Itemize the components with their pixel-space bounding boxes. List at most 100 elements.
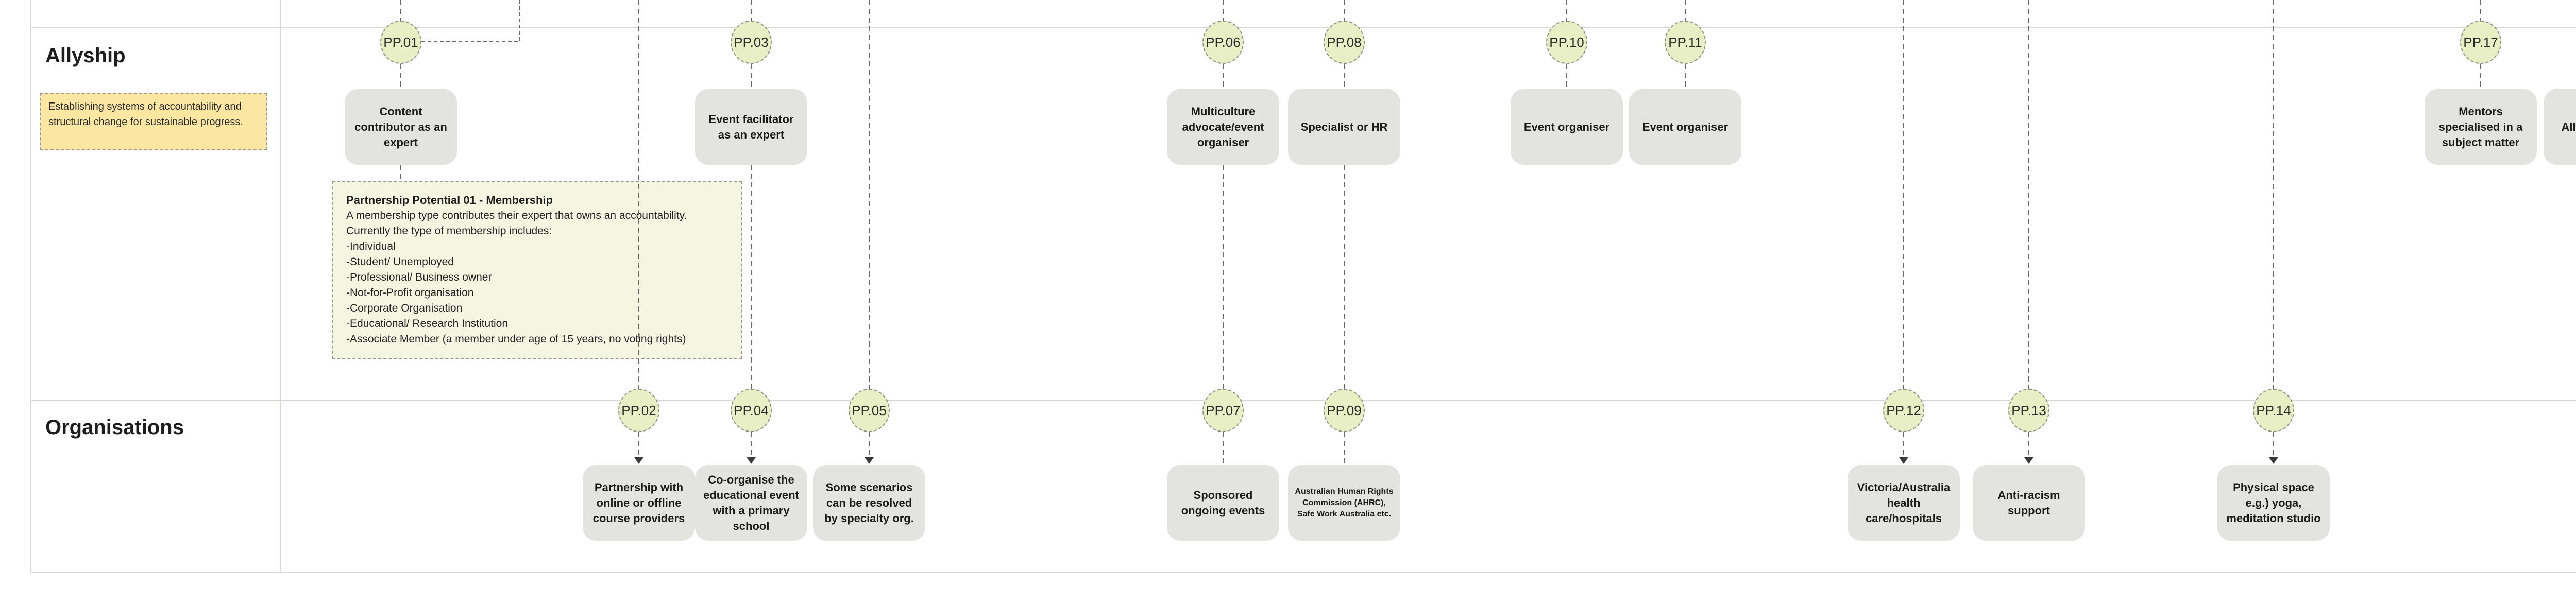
node-circle-pp-12[interactable]: PP.12 bbox=[1883, 389, 1924, 432]
column-line-top-pp-06 bbox=[1223, 0, 1224, 21]
column-line-top-pp-17 bbox=[2480, 0, 2481, 21]
column-line-mid-pp-06 bbox=[1223, 64, 1224, 89]
node-circle-pp-03[interactable]: PP.03 bbox=[731, 21, 772, 64]
column-line-mid-pp-02 bbox=[638, 432, 639, 455]
annotation-title: Partnership Potential 01 - Membership bbox=[346, 194, 553, 206]
column-line-below-pp-06 bbox=[1223, 165, 1224, 389]
node-box-label-pp-06: Multiculture advocate/event organiser bbox=[1182, 105, 1264, 149]
allyship-description-note[interactable]: Establishing systems of accountability a… bbox=[40, 93, 267, 150]
node-circle-label-pp-03: PP.03 bbox=[734, 34, 769, 50]
node-circle-pp-06[interactable]: PP.06 bbox=[1202, 21, 1244, 64]
column-line-mid-pp-12 bbox=[1903, 432, 1904, 455]
node-box-pp-06[interactable]: Multiculture advocate/event organiser bbox=[1167, 89, 1279, 165]
node-box-label-pp-13: Anti-racism support bbox=[1997, 488, 2060, 517]
annotation-line: Currently the type of membership include… bbox=[346, 225, 552, 237]
column-line-top-pp-11 bbox=[1685, 0, 1686, 21]
node-box-label-pp-05: Some scenarios can be resolved by specia… bbox=[824, 480, 914, 525]
node-circle-pp-02[interactable]: PP.02 bbox=[618, 389, 659, 432]
node-circle-pp-13[interactable]: PP.13 bbox=[2008, 389, 2049, 432]
table-left-border bbox=[30, 0, 31, 572]
lane-title-allyship: Allyship bbox=[45, 44, 126, 67]
node-circle-pp-11[interactable]: PP.11 bbox=[1665, 21, 1706, 64]
node-circle-pp-08[interactable]: PP.08 bbox=[1324, 21, 1365, 64]
node-box-label-pp-07: Sponsored ongoing events bbox=[1181, 488, 1265, 517]
column-line-top-pp-14 bbox=[2273, 0, 2274, 389]
node-box-pp-13[interactable]: Anti-racism support bbox=[1973, 465, 2085, 541]
column-line-top-pp-02 bbox=[638, 0, 639, 389]
node-circle-pp-04[interactable]: PP.04 bbox=[731, 389, 772, 432]
node-circle-pp-17[interactable]: PP.17 bbox=[2460, 21, 2501, 64]
node-circle-label-pp-09: PP.09 bbox=[1327, 402, 1362, 418]
node-box-label-pp-18: Allyship in HR bbox=[2561, 120, 2576, 133]
node-box-pp-17[interactable]: Mentors specialised in a subject matter bbox=[2425, 89, 2537, 165]
node-circle-label-pp-08: PP.08 bbox=[1327, 34, 1362, 50]
column-line-mid-pp-09 bbox=[1344, 432, 1345, 465]
node-circle-label-pp-14: PP.14 bbox=[2256, 402, 2291, 418]
node-box-pp-02[interactable]: Partnership with online or offline cours… bbox=[583, 465, 695, 541]
node-box-label-pp-01: Content contributor as an expert bbox=[354, 105, 447, 149]
node-circle-label-pp-10: PP.10 bbox=[1549, 34, 1584, 50]
column-line-mid-pp-10 bbox=[1566, 64, 1567, 89]
column-line-mid-pp-11 bbox=[1685, 64, 1686, 89]
node-circle-pp-10[interactable]: PP.10 bbox=[1546, 21, 1587, 64]
column-line-mid-pp-04 bbox=[751, 432, 752, 455]
node-box-pp-11[interactable]: Event organiser bbox=[1629, 89, 1741, 165]
column-line-mid-pp-17 bbox=[2480, 64, 2481, 89]
node-box-pp-18[interactable]: Allyship in HR bbox=[2544, 89, 2576, 165]
node-circle-label-pp-05: PP.05 bbox=[852, 402, 887, 418]
arrowhead-pp-13 bbox=[2024, 457, 2033, 464]
column-line-top-pp-13 bbox=[2028, 0, 2029, 389]
annotation-line: A membership type contributes their expe… bbox=[346, 210, 687, 221]
column-line-mid-pp-01 bbox=[400, 64, 401, 89]
partnership-potential-annotation[interactable]: Partnership Potential 01 - Membership A … bbox=[332, 181, 742, 359]
node-circle-pp-05[interactable]: PP.05 bbox=[849, 389, 890, 432]
node-box-label-pp-11: Event organiser bbox=[1642, 120, 1728, 133]
node-circle-label-pp-12: PP.12 bbox=[1886, 402, 1921, 418]
node-circle-pp-07[interactable]: PP.07 bbox=[1202, 389, 1244, 432]
arrowhead-pp-02 bbox=[634, 457, 643, 464]
node-circle-label-pp-07: PP.07 bbox=[1206, 402, 1241, 418]
node-box-pp-08[interactable]: Specialist or HR bbox=[1288, 89, 1400, 165]
node-circle-label-pp-13: PP.13 bbox=[2011, 402, 2046, 418]
column-line-mid-pp-08 bbox=[1344, 64, 1345, 89]
column-line-top-pp-10 bbox=[1566, 0, 1567, 21]
node-box-pp-03[interactable]: Event facilitator as an expert bbox=[695, 89, 807, 165]
column-line-below-pp-08 bbox=[1344, 165, 1345, 389]
column-line-below-pp-01 bbox=[400, 165, 401, 181]
node-box-pp-10[interactable]: Event organiser bbox=[1511, 89, 1623, 165]
node-box-label-pp-10: Event organiser bbox=[1523, 120, 1610, 133]
node-box-pp-07[interactable]: Sponsored ongoing events bbox=[1167, 465, 1279, 541]
annotation-line: -Corporate Organisation bbox=[346, 302, 463, 314]
node-circle-pp-01[interactable]: PP.01 bbox=[380, 21, 421, 64]
node-box-label-pp-03: Event facilitator as an expert bbox=[708, 112, 794, 141]
annotation-line: -Associate Member (a member under age of… bbox=[346, 333, 686, 345]
arrowhead-pp-14 bbox=[2269, 457, 2278, 464]
column-line-top-pp-05 bbox=[869, 0, 870, 389]
node-box-label-pp-17: Mentors specialised in a subject matter bbox=[2438, 105, 2523, 149]
node-box-pp-09[interactable]: Australian Human Rights Commission (AHRC… bbox=[1288, 465, 1400, 541]
node-box-pp-04[interactable]: Co-organise the educational event with a… bbox=[695, 465, 807, 541]
node-circle-pp-09[interactable]: PP.09 bbox=[1324, 389, 1365, 432]
node-box-pp-05[interactable]: Some scenarios can be resolved by specia… bbox=[813, 465, 925, 541]
node-box-label-pp-04: Co-organise the educational event with a… bbox=[703, 473, 799, 532]
column-line-top-pp-08 bbox=[1344, 0, 1345, 21]
column-line-top-pp-03 bbox=[751, 0, 752, 21]
column-line-mid-pp-05 bbox=[869, 432, 870, 455]
node-circle-pp-14[interactable]: PP.14 bbox=[2253, 389, 2294, 432]
node-box-pp-01[interactable]: Content contributor as an expert bbox=[345, 89, 457, 165]
annotation-line: -Student/ Unemployed bbox=[346, 256, 454, 268]
column-line-mid-pp-07 bbox=[1223, 432, 1224, 465]
node-box-pp-12[interactable]: Victoria/Australia health care/hospitals bbox=[1848, 465, 1960, 541]
annotation-body: A membership type contributes their expe… bbox=[346, 208, 728, 347]
node-box-label-pp-02: Partnership with online or offline cours… bbox=[592, 480, 685, 525]
arrowhead-pp-05 bbox=[865, 457, 874, 464]
column-line-top-pp-01 bbox=[400, 0, 401, 21]
elbow-connector-vertical bbox=[519, 0, 520, 41]
column-line-top-pp-12 bbox=[1903, 0, 1904, 389]
node-circle-label-pp-01: PP.01 bbox=[383, 34, 418, 50]
node-circle-label-pp-11: PP.11 bbox=[1668, 34, 1702, 50]
allyship-description-text: Establishing systems of accountability a… bbox=[48, 101, 243, 128]
node-box-pp-14[interactable]: Physical space e.g.) yoga, meditation st… bbox=[2217, 465, 2330, 541]
node-circle-label-pp-17: PP.17 bbox=[2463, 34, 2498, 50]
